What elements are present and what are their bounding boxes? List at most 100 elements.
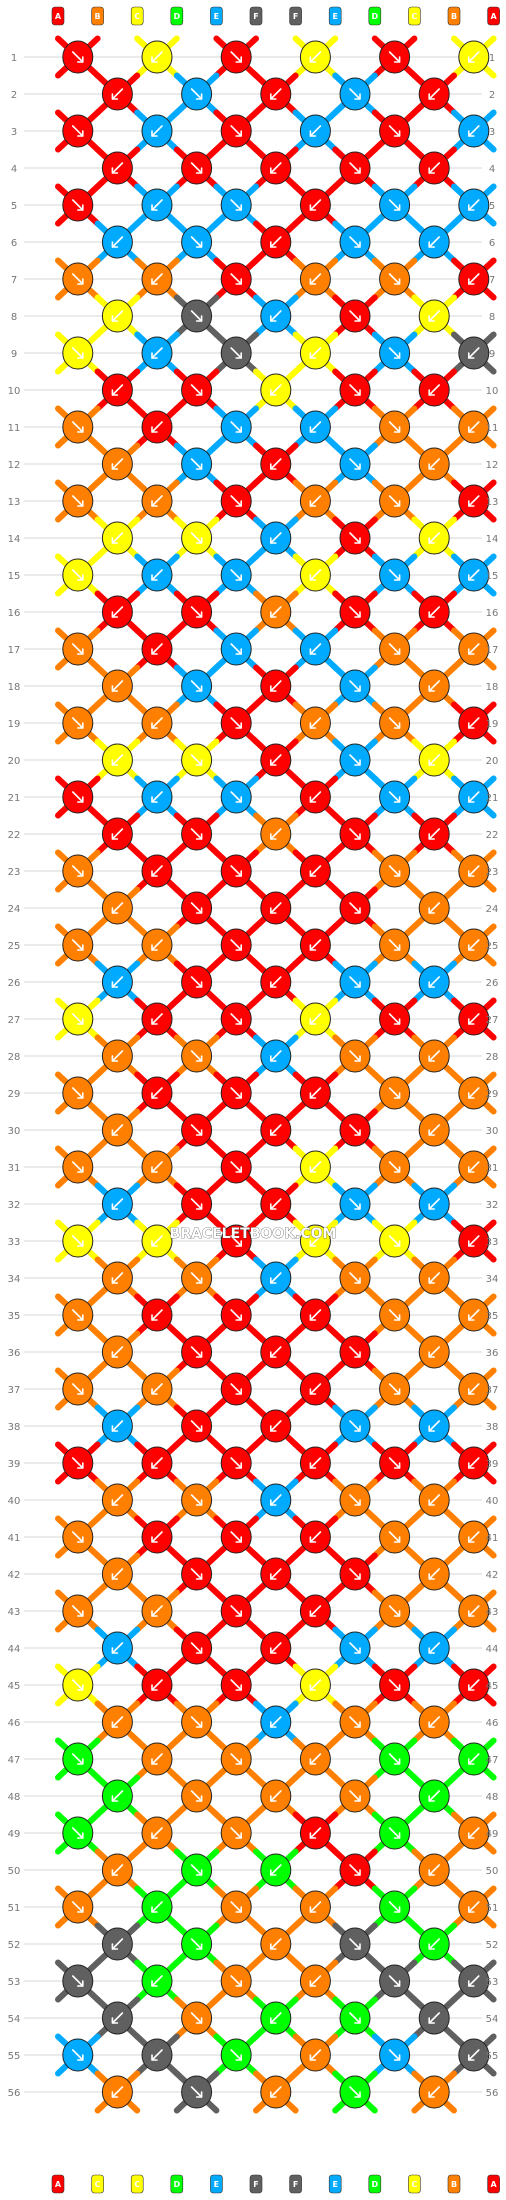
knot [101, 2075, 133, 2109]
knot [260, 1705, 292, 1739]
knot-arrow-icon [309, 2049, 322, 2061]
knot [101, 1039, 133, 1073]
knot-arrow-icon [111, 1050, 124, 1062]
knot-arrow-icon [270, 976, 282, 988]
knot [181, 595, 213, 629]
knot [299, 1076, 331, 1110]
knot [141, 2038, 173, 2072]
knot-arrow-icon [309, 865, 322, 877]
row-number-right: 22 [486, 830, 499, 841]
knot-arrow-icon [428, 828, 440, 840]
knot [339, 1187, 371, 1221]
knot [299, 1520, 331, 1554]
knot [101, 1187, 133, 1221]
row-number-left: 45 [8, 1681, 21, 1692]
knot [339, 1335, 371, 1369]
knot [339, 447, 371, 481]
row-number-right: 40 [486, 1496, 499, 1507]
knot [260, 1557, 292, 1591]
strand-top-label: D [368, 6, 382, 26]
knot [339, 1779, 371, 1813]
knot-arrow-icon [388, 1753, 401, 1765]
knot-arrow-icon [190, 1642, 203, 1654]
knot-arrow-icon [190, 1568, 203, 1580]
knot-arrow-icon [388, 1679, 401, 1691]
row-number-left: 49 [8, 1829, 21, 1840]
knot [181, 965, 213, 999]
knot [458, 262, 490, 296]
knot-arrow-icon [388, 51, 401, 63]
knot-arrow-icon [468, 347, 480, 359]
knot-arrow-icon [111, 828, 124, 840]
knot [458, 1076, 490, 1110]
knot-arrow-icon [349, 754, 361, 766]
row-number-right: 20 [486, 756, 499, 767]
knot-arrow-icon [230, 939, 242, 951]
knot-arrow-icon [111, 162, 124, 174]
knot [62, 632, 94, 666]
row-number-right: 14 [486, 534, 499, 545]
knot [101, 817, 133, 851]
knot [101, 151, 133, 185]
row-number-left: 41 [8, 1533, 21, 1544]
svg-text:F: F [253, 12, 258, 21]
knot-arrow-icon [230, 1975, 242, 1987]
knot-arrow-icon [270, 2086, 282, 2098]
knot [101, 743, 133, 777]
knot-arrow-icon [388, 717, 401, 729]
knot-arrow-icon [72, 939, 84, 951]
knot-arrow-icon [190, 532, 203, 544]
knot-arrow-icon [230, 421, 242, 433]
knot [458, 484, 490, 518]
knot [418, 595, 450, 629]
knot-arrow-icon [468, 1827, 480, 1839]
knot [260, 669, 292, 703]
knot [418, 743, 450, 777]
row-number-left: 50 [8, 1866, 21, 1877]
knot-arrow-icon [349, 2012, 361, 2024]
knot-arrow-icon [388, 1087, 401, 1099]
knot-arrow-icon [151, 1161, 163, 1173]
knot-arrow-icon [72, 791, 84, 803]
knot [299, 1298, 331, 1332]
knot-arrow-icon [72, 347, 84, 359]
knot-arrow-icon [349, 1790, 361, 1802]
knot [141, 928, 173, 962]
knot [101, 77, 133, 111]
knot-arrow-icon [190, 1716, 203, 1728]
knot-arrow-icon [428, 310, 440, 322]
knot [418, 891, 450, 925]
knot-arrow-icon [270, 1420, 282, 1432]
knot [101, 1261, 133, 1295]
knot [299, 1224, 331, 1258]
knot [141, 114, 173, 148]
row-number-left: 11 [8, 423, 21, 434]
knot [220, 262, 252, 296]
knot [458, 632, 490, 666]
knot-arrow-icon [72, 1309, 84, 1321]
knot [379, 188, 411, 222]
knot-arrow-icon [190, 236, 203, 248]
knot [181, 891, 213, 925]
knot [418, 1927, 450, 1961]
knot-arrow-icon [72, 1383, 84, 1395]
row-number-left: 26 [8, 978, 21, 989]
knot-arrow-icon [309, 125, 322, 137]
knot-arrow-icon [190, 1124, 203, 1136]
knot [339, 965, 371, 999]
watermark-text: BRACELETBOOK.COM [170, 1226, 337, 1242]
knot [260, 225, 292, 259]
row-number-right: 17 [486, 645, 499, 656]
knot [101, 1927, 133, 1961]
knot-arrow-icon [309, 495, 322, 507]
knot [299, 928, 331, 962]
knot-arrow-icon [309, 199, 322, 211]
knot [181, 447, 213, 481]
knot [260, 77, 292, 111]
svg-text:E: E [332, 2180, 337, 2189]
knot-arrow-icon [151, 791, 163, 803]
knot-arrow-icon [270, 1568, 282, 1580]
knot [220, 1002, 252, 1036]
knot [260, 1039, 292, 1073]
knot-arrow-icon [468, 125, 480, 137]
